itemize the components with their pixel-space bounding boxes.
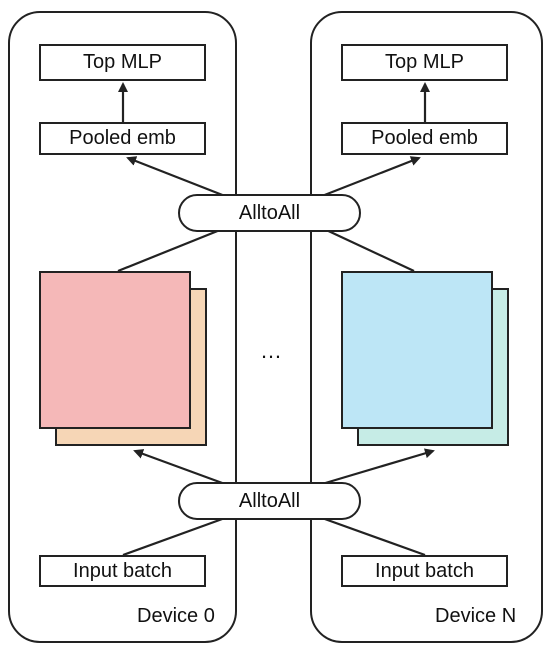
ellipsis: … bbox=[260, 338, 283, 363]
alltoall-bottom-label: AlltoAll bbox=[238, 489, 301, 512]
device-0-embedding-to-alltoall-top-line bbox=[117, 226, 226, 273]
device-n-pooled-emb-label: Pooled emb bbox=[371, 127, 478, 149]
device-n-embedding-to-alltoall-top-line bbox=[321, 227, 415, 272]
alltoall-top-to-device-n-pooled-arrow bbox=[321, 156, 421, 198]
device-0-input-batch: Input batch bbox=[39, 555, 206, 587]
device-0-input-batch-label: Input batch bbox=[73, 559, 172, 582]
device-n-input-batch-label: Input batch bbox=[375, 559, 474, 582]
device-n-label: Device N bbox=[435, 605, 517, 627]
device-0-embedding-front bbox=[39, 271, 191, 429]
device-n-top-mlp-label: Top MLP bbox=[385, 51, 464, 73]
alltoall-bottom-to-device-0-embedding-arrow bbox=[133, 449, 226, 486]
device-n-embedding-front bbox=[341, 271, 493, 429]
alltoall-top-to-device-0-pooled-arrow bbox=[126, 156, 226, 198]
device-n-top-mlp: Top MLP bbox=[341, 44, 508, 81]
alltoall-top-label: AlltoAll bbox=[238, 201, 301, 224]
device-n-input-batch: Input batch bbox=[341, 555, 508, 587]
device-n-input-to-alltoall-bottom-line bbox=[321, 516, 426, 557]
device-0-pooled-emb-label: Pooled emb bbox=[69, 127, 176, 149]
device-0-top-mlp-label: Top MLP bbox=[83, 51, 162, 73]
device-0-pooled-emb: Pooled emb bbox=[39, 122, 206, 155]
device-0-top-mlp: Top MLP bbox=[39, 44, 206, 81]
alltoall-bottom-to-device-n-embedding-arrow bbox=[321, 448, 435, 486]
device-0-label: Device 0 bbox=[137, 605, 215, 627]
device-0-input-to-alltoall-bottom-line bbox=[122, 516, 226, 557]
alltoall-top: AlltoAll bbox=[178, 194, 361, 232]
device-n-pooled-emb: Pooled emb bbox=[341, 122, 508, 155]
alltoall-bottom: AlltoAll bbox=[178, 482, 361, 520]
